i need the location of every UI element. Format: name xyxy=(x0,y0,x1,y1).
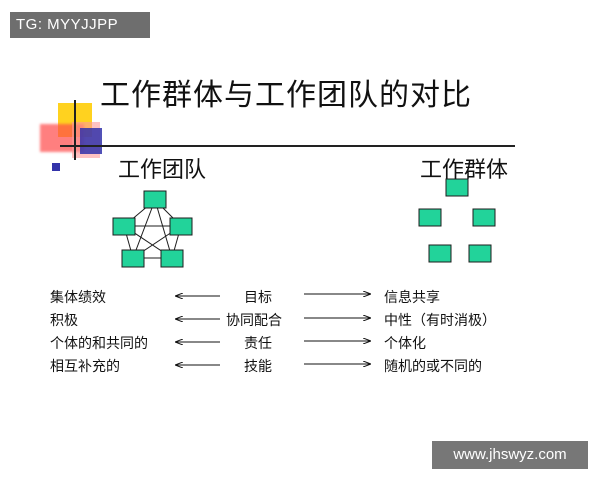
group-attribute-goal: 信息共享 xyxy=(384,290,440,306)
dimension-skills: 技能 xyxy=(244,359,272,375)
team-attribute-responsibility: 个体的和共同的 xyxy=(50,336,148,352)
dimension-responsibility: 责任 xyxy=(244,336,272,352)
decor-blue-square xyxy=(80,128,102,154)
group-node-top xyxy=(445,178,469,197)
team-attribute-goal: 集体绩效 xyxy=(50,290,106,306)
team-node-bottom-left xyxy=(121,249,145,268)
group-node-right xyxy=(472,208,496,227)
team-node-right xyxy=(169,217,193,236)
group-attribute-skills: 随机的或不同的 xyxy=(384,359,482,375)
dimension-synergy: 协同配合 xyxy=(226,313,282,329)
slide-title: 工作群体与工作团队的对比 xyxy=(100,78,472,113)
dimension-goal: 目标 xyxy=(244,290,272,306)
group-node-bottom-right xyxy=(468,244,492,263)
watermark-bottom-badge: www.jhswyz.com xyxy=(432,441,588,469)
team-node-top xyxy=(143,190,167,209)
team-node-left xyxy=(112,217,136,236)
watermark-top-badge: TG: MYYJJPP xyxy=(10,12,150,38)
team-node-bottom-right xyxy=(160,249,184,268)
group-nodes xyxy=(418,178,496,263)
team-attribute-skills: 相互补充的 xyxy=(50,359,120,375)
team-nodes xyxy=(112,190,193,268)
title-underline xyxy=(60,145,515,147)
group-attribute-synergy: 中性（有时消极） xyxy=(384,313,496,329)
bullet-marker xyxy=(52,163,60,171)
decor-vertical-line xyxy=(74,100,76,160)
group-node-bottom-left xyxy=(428,244,452,263)
group-node-left xyxy=(418,208,442,227)
team-heading: 工作团队 xyxy=(118,158,207,183)
group-attribute-responsibility: 个体化 xyxy=(384,336,426,352)
team-attribute-synergy: 积极 xyxy=(50,313,78,329)
arrows xyxy=(176,294,370,365)
